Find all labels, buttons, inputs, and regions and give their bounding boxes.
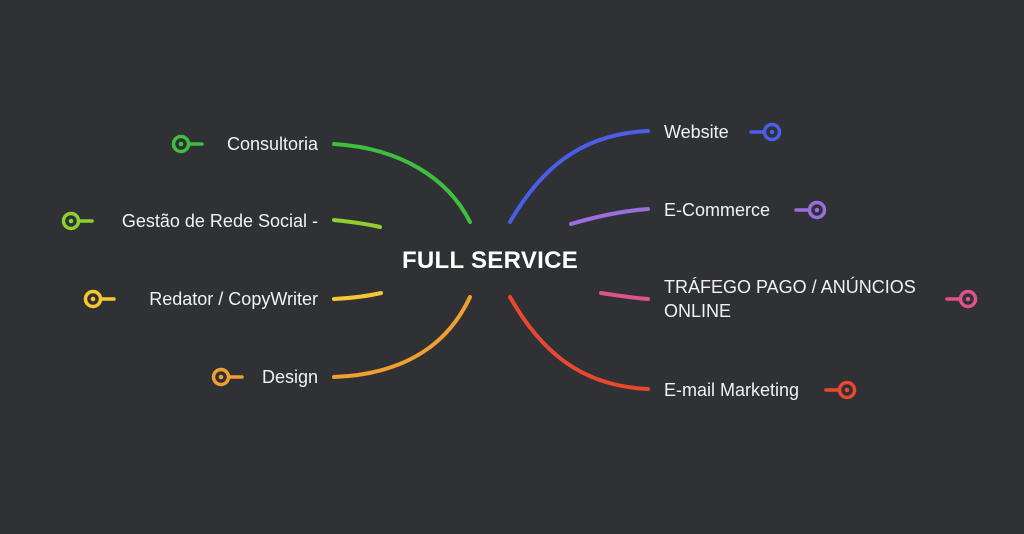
branch-line-email	[508, 295, 650, 391]
branch-label-gestao: Gestão de Rede Social -	[121, 211, 318, 231]
branch-label-design: Design	[261, 367, 318, 387]
branch-line-trafego	[599, 291, 650, 301]
circle-dot-icon	[945, 289, 978, 309]
circle-dot-icon	[83, 289, 116, 309]
branch-line-consultoria	[332, 142, 472, 224]
branch-label-ecommerce: E-Commerce	[664, 200, 771, 220]
branch-label-consultoria: Consultoria	[226, 134, 318, 154]
circle-dot-icon	[824, 380, 857, 400]
branch-line-design	[332, 295, 472, 379]
branch-line-website	[508, 129, 650, 224]
branch-label-email: E-mail Marketing	[664, 380, 800, 400]
branch-line-ecommerce	[569, 207, 650, 226]
circle-dot-icon	[749, 122, 782, 142]
circle-dot-icon	[61, 211, 94, 231]
circle-dot-icon	[171, 134, 204, 154]
central-topic: FULL SERVICE	[401, 247, 579, 274]
circle-dot-icon	[211, 367, 244, 387]
branch-label-website: Website	[664, 122, 729, 142]
branch-line-redator	[332, 291, 383, 301]
branch-line-gestao	[332, 218, 382, 229]
branch-label-redator: Redator / CopyWriter	[149, 289, 318, 309]
circle-dot-icon	[794, 200, 827, 220]
branch-label-trafego: TRÁFEGO PAGO / ANÚNCIOS ONLINE	[664, 277, 916, 321]
